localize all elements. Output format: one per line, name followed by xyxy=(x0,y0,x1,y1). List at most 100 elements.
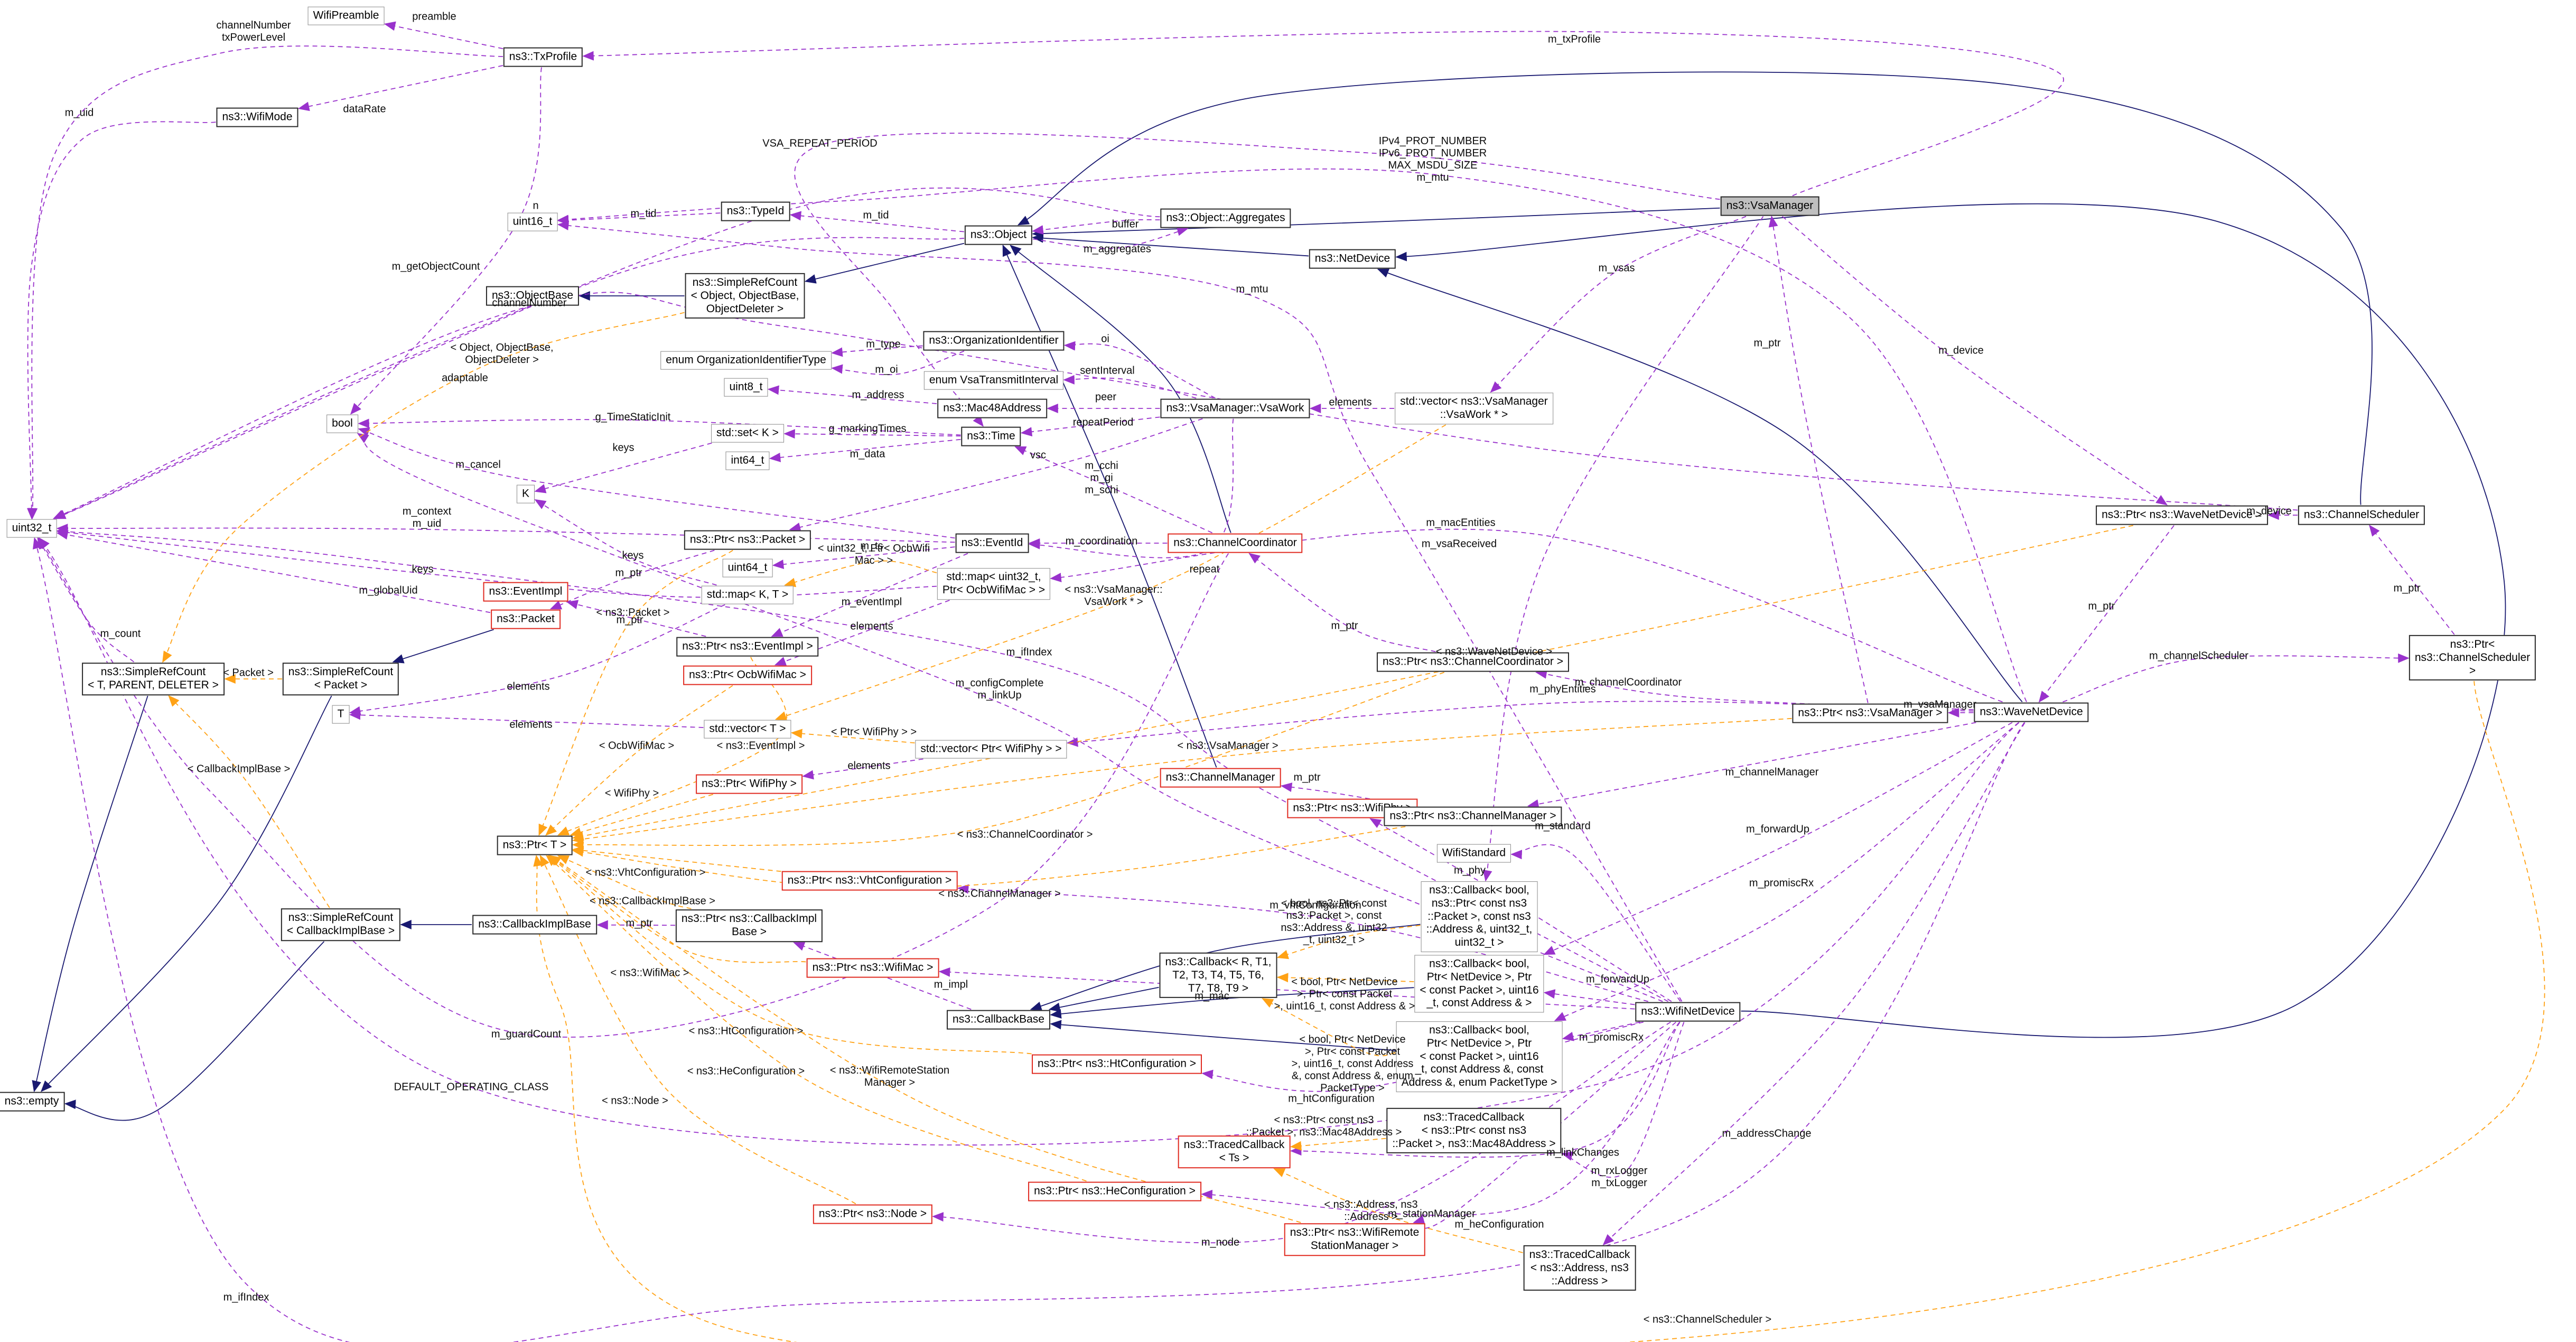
node-netdevice[interactable]: ns3::NetDevice xyxy=(1309,249,1396,269)
edge-eventid-uint64 xyxy=(772,546,955,570)
edge-ptr_vsamgr-ptr_t xyxy=(572,717,1792,844)
node-ptr_vht[interactable]: ns3::Ptr< ns3::VhtConfiguration > xyxy=(781,871,958,891)
node-map_kt[interactable]: std::map< K, T > xyxy=(701,585,794,604)
node-org_id[interactable]: ns3::OrganizationIdentifier xyxy=(923,331,1065,351)
node-ptr_chancoord[interactable]: ns3::Ptr< ns3::ChannelCoordinator > xyxy=(1376,652,1570,672)
edge-object-typeid xyxy=(789,211,965,232)
edge-label: < ns3::WifiMac > xyxy=(610,967,689,979)
node-callbackbase[interactable]: ns3::CallbackBase xyxy=(947,1010,1050,1030)
edge-label: m_addressChange xyxy=(1722,1127,1812,1140)
node-uint8[interactable]: uint8_t xyxy=(724,378,768,397)
edge-ptr_wrsm-ptr_t xyxy=(549,855,1301,1223)
edge-cb_nd4-callbackbase xyxy=(1050,987,1414,1019)
node-src_ood[interactable]: ns3::SimpleRefCount < Object, ObjectBase… xyxy=(685,273,805,319)
edge-label: dataRate xyxy=(343,103,386,115)
node-map_ocb[interactable]: std::map< uint32_t, Ptr< OcbWifiMac > > xyxy=(937,568,1051,600)
node-wifistandard[interactable]: WifiStandard xyxy=(1436,844,1511,863)
edge-label: m_channelScheduler xyxy=(2149,650,2248,662)
edge-map_ocb-uint32 xyxy=(56,527,937,598)
node-vsawork[interactable]: ns3::VsaManager::VsaWork xyxy=(1160,398,1310,418)
node-cb_bool5[interactable]: ns3::Callback< bool, ns3::Ptr< const ns3… xyxy=(1421,881,1538,952)
edge-vsamanager-cb_bool5 xyxy=(1482,216,1764,882)
node-tracedcb_aa[interactable]: ns3::TracedCallback < ns3::Address, ns3 … xyxy=(1523,1245,1636,1291)
node-chansched[interactable]: ns3::ChannelScheduler xyxy=(2298,505,2425,525)
node-cb_nd4[interactable]: ns3::Callback< bool, Ptr< NetDevice >, P… xyxy=(1414,955,1544,1013)
node-ptr_wrsm[interactable]: ns3::Ptr< ns3::WifiRemote StationManager… xyxy=(1284,1223,1425,1256)
edge-wavenetdev-ptr_chansched xyxy=(2062,653,2410,703)
edge-label: keys xyxy=(622,549,644,562)
edge-label: < Packet > xyxy=(223,667,274,679)
edge-label: m_forwardUp xyxy=(1746,823,1810,835)
edge-label: channelNumber txPowerLevel xyxy=(216,20,291,43)
node-wifinetdev[interactable]: ns3::WifiNetDevice xyxy=(1635,1002,1741,1022)
node-chanmgr[interactable]: ns3::ChannelManager xyxy=(1160,768,1281,788)
node-ptr_he[interactable]: ns3::Ptr< ns3::HeConfiguration > xyxy=(1028,1181,1201,1201)
node-cb_nd6[interactable]: ns3::Callback< bool, Ptr< NetDevice >, P… xyxy=(1396,1021,1563,1092)
edge-typeid-uint16 xyxy=(557,212,721,225)
node-ptr_t[interactable]: ns3::Ptr< T > xyxy=(497,835,573,855)
edge-label: m_ptr xyxy=(2393,582,2421,594)
node-vec_t[interactable]: std::vector< T > xyxy=(704,720,791,739)
node-empty[interactable]: ns3::empty xyxy=(0,1092,65,1112)
node-tracedcb_pm[interactable]: ns3::TracedCallback < ns3::Ptr< const ns… xyxy=(1386,1107,1562,1154)
node-uint16[interactable]: uint16_t xyxy=(507,212,558,231)
edge-label: m_tid xyxy=(863,209,889,221)
node-set_k[interactable]: std::set< K > xyxy=(711,424,784,443)
node-time[interactable]: ns3::Time xyxy=(961,426,1021,446)
node-typeid[interactable]: ns3::TypeId xyxy=(721,201,790,221)
node-packet[interactable]: ns3::Packet xyxy=(491,609,561,629)
edge-label: buffer xyxy=(1112,218,1139,230)
edge-label: m_ptr xyxy=(615,567,642,579)
node-ptr_ocb[interactable]: ns3::Ptr< OcbWifiMac > xyxy=(683,665,812,685)
node-object[interactable]: ns3::Object xyxy=(964,225,1033,245)
edge-label: m_vhtConfiguration xyxy=(1270,899,1361,911)
node-src_packet[interactable]: ns3::SimpleRefCount < Packet > xyxy=(282,663,399,695)
node-vsamanager[interactable]: ns3::VsaManager xyxy=(1720,196,1819,216)
node-vec_wifiphy[interactable]: std::vector< Ptr< WifiPhy > > xyxy=(915,740,1067,759)
node-ptr_wifimac[interactable]: ns3::Ptr< ns3::WifiMac > xyxy=(806,958,939,978)
node-int64[interactable]: int64_t xyxy=(725,451,770,470)
node-ptr_cib[interactable]: ns3::Ptr< ns3::CallbackImpl Base > xyxy=(675,909,823,942)
node-wifipreamble[interactable]: WifiPreamble xyxy=(307,6,385,25)
edge-label: m_mtu xyxy=(1236,283,1268,295)
edge-label: m_ptr xyxy=(1753,337,1781,349)
node-src_tpd[interactable]: ns3::SimpleRefCount < T, PARENT, DELETER… xyxy=(82,663,225,695)
node-eventimpl[interactable]: ns3::EventImpl xyxy=(483,582,568,602)
node-ptr_wifiphy[interactable]: ns3::Ptr< WifiPhy > xyxy=(696,774,802,794)
node-wifimode[interactable]: ns3::WifiMode xyxy=(216,107,298,127)
node-enum_vti[interactable]: enum VsaTransmitInterval xyxy=(923,371,1064,390)
edge-ptr_wifiphy-ptr_t xyxy=(570,794,713,837)
node-ptr_node[interactable]: ns3::Ptr< ns3::Node > xyxy=(813,1204,933,1224)
node-txprofile[interactable]: ns3::TxProfile xyxy=(503,47,583,67)
node-ptr_vsamgr[interactable]: ns3::Ptr< ns3::VsaManager > xyxy=(1792,703,1948,723)
edge-wifinetdev-cb_nd4 xyxy=(1543,989,1635,1005)
node-ptr_chanmgr[interactable]: ns3::Ptr< ns3::ChannelManager > xyxy=(1384,806,1562,826)
node-ptr_packet[interactable]: ns3::Ptr< ns3::Packet > xyxy=(684,530,811,550)
node-chancoord[interactable]: ns3::ChannelCoordinator xyxy=(1168,533,1303,553)
node-wavenetdev[interactable]: ns3::WaveNetDevice xyxy=(1974,702,2089,722)
node-ptr_wavenetdev[interactable]: ns3::Ptr< ns3::WaveNetDevice > xyxy=(2096,505,2268,525)
edge-cb_bool5-cb_generic xyxy=(1276,925,1421,959)
node-ptr_chansched[interactable]: ns3::Ptr< ns3::ChannelScheduler > xyxy=(2409,635,2536,681)
node-aggregates[interactable]: ns3::Object::Aggregates xyxy=(1160,208,1291,228)
node-t_box[interactable]: T xyxy=(332,705,350,724)
node-vec_vsawork[interactable]: std::vector< ns3::VsaManager ::VsaWork *… xyxy=(1395,393,1553,424)
node-src_cib[interactable]: ns3::SimpleRefCount < CallbackImplBase > xyxy=(281,908,401,941)
node-cb_generic[interactable]: ns3::Callback< R, T1, T2, T3, T4, T5, T6… xyxy=(1159,952,1277,999)
node-eventid[interactable]: ns3::EventId xyxy=(955,533,1029,553)
node-k_box[interactable]: K xyxy=(516,484,535,504)
node-ptr_ht[interactable]: ns3::Ptr< ns3::HtConfiguration > xyxy=(1032,1054,1202,1074)
edge-label: m_phy xyxy=(1453,864,1486,877)
node-objectbase[interactable]: ns3::ObjectBase xyxy=(486,286,580,306)
node-mac48[interactable]: ns3::Mac48Address xyxy=(937,398,1047,418)
edge-label: keys xyxy=(412,563,434,575)
node-cib[interactable]: ns3::CallbackImplBase xyxy=(472,915,597,935)
node-bool[interactable]: bool xyxy=(326,414,358,433)
node-uint32[interactable]: uint32_t xyxy=(6,519,57,538)
edge-wifinetdev-ptr_he xyxy=(1201,1021,1680,1216)
node-tracedcb_ts[interactable]: ns3::TracedCallback < Ts > xyxy=(1178,1135,1291,1168)
node-uint64[interactable]: uint64_t xyxy=(722,558,773,577)
edge-ptr_packet-packet xyxy=(549,549,715,610)
node-ptr_eventimpl[interactable]: ns3::Ptr< ns3::EventImpl > xyxy=(676,637,819,657)
node-enum_oit[interactable]: enum OrganizationIdentifierType xyxy=(660,351,832,370)
